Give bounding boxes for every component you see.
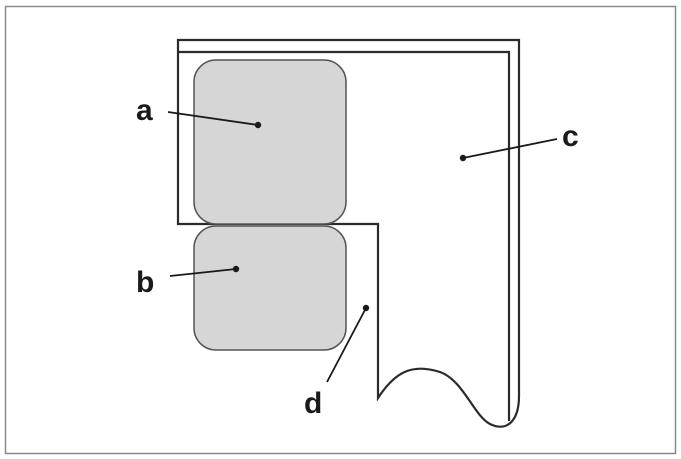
leader-dot-d [362, 304, 370, 312]
leader-dot-b [232, 265, 240, 273]
inner-seam [178, 50, 511, 421]
label-c: c [562, 120, 579, 153]
leader-line-b [169, 268, 237, 277]
leader-line-c [462, 138, 558, 159]
block-a [193, 59, 347, 225]
label-a: a [136, 94, 153, 127]
leader-dot-a [254, 121, 262, 129]
label-d: d [304, 387, 322, 420]
block-b [193, 225, 347, 351]
leader-line-d [326, 307, 367, 383]
label-b: b [136, 266, 154, 299]
leader-line-a [167, 111, 259, 126]
leader-dot-c [459, 154, 467, 162]
